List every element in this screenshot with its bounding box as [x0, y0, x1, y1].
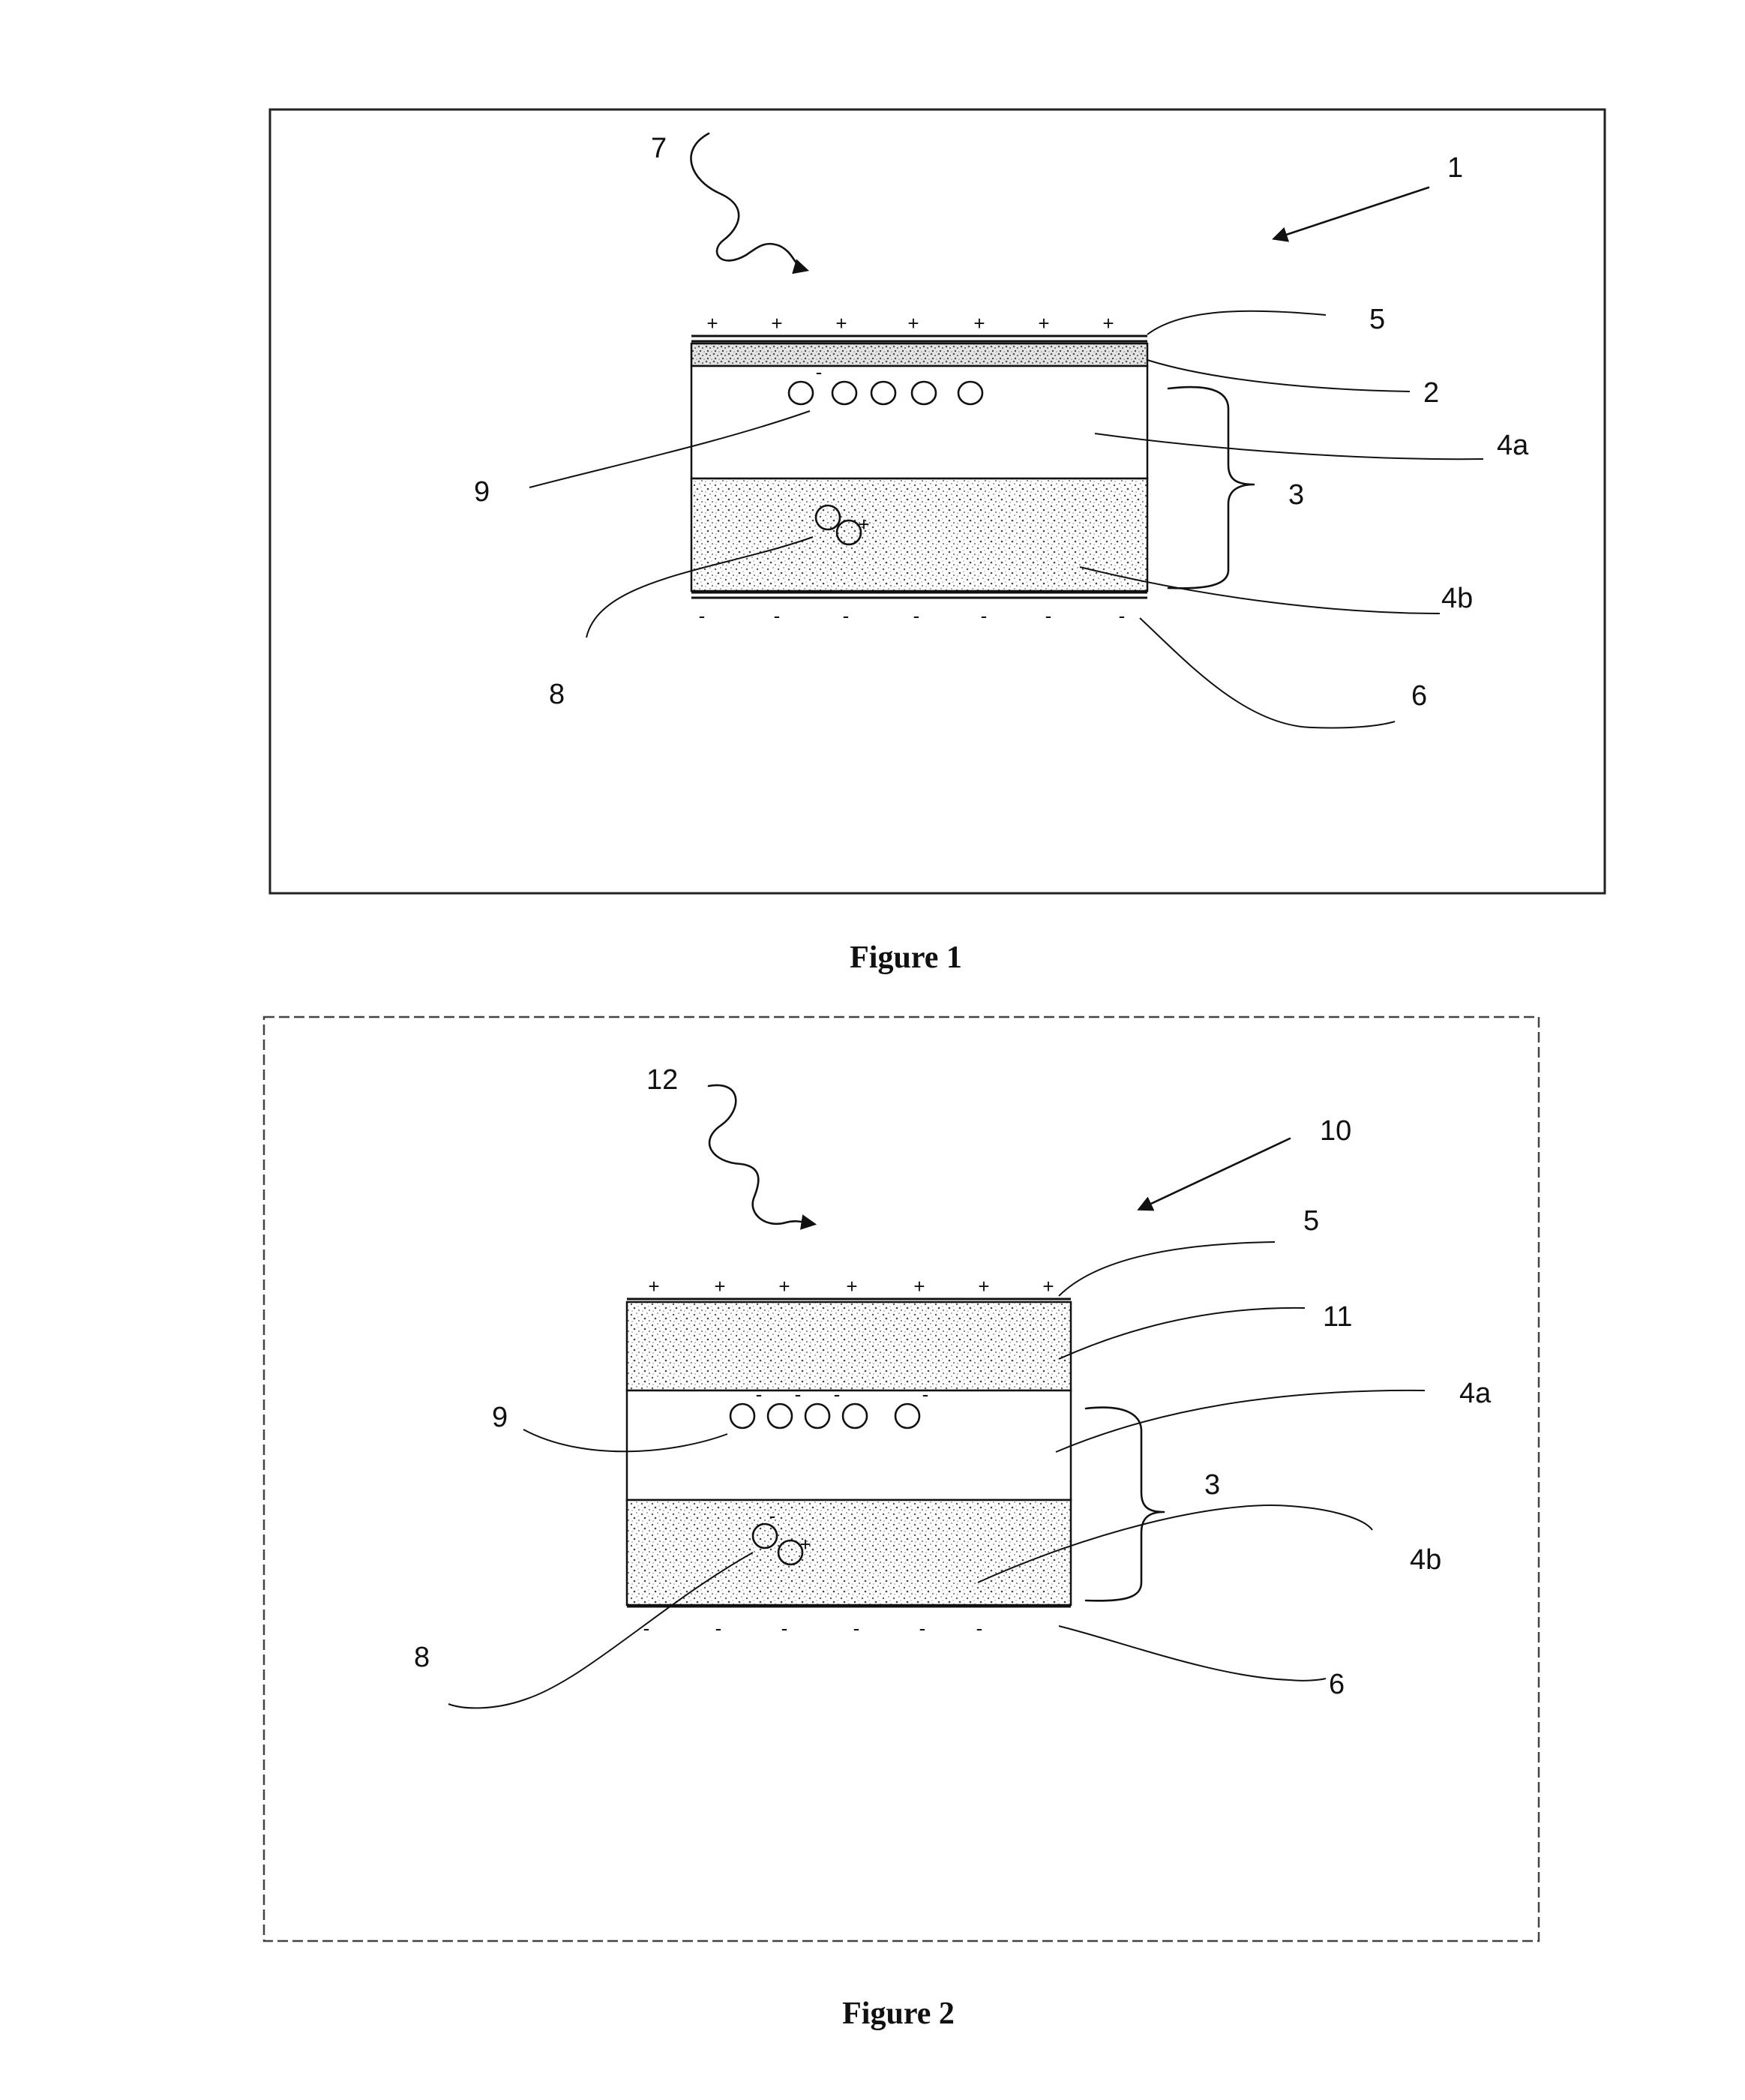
minus-sign: - [769, 1504, 776, 1527]
label-active-3: 3 [1288, 479, 1304, 511]
plus-sign: + [907, 312, 919, 334]
minus-sign: - [853, 1617, 860, 1640]
label-layer-4a: 4a [1497, 430, 1529, 461]
plus-sign: + [835, 312, 847, 334]
label-bottom-electrode-6: 6 [1329, 1669, 1345, 1700]
leader-4a [1056, 1390, 1425, 1452]
plus-sign: + [1038, 312, 1049, 334]
minus-sign: - [715, 1617, 722, 1640]
plus-sign: + [858, 513, 869, 536]
label-top-electrode-5: 5 [1303, 1205, 1319, 1237]
minus-sign: - [643, 1617, 650, 1640]
label-layer-4b: 4b [1410, 1544, 1441, 1576]
figure-2-caption: Figure 2 [842, 1996, 955, 2031]
plus-sign: + [799, 1533, 811, 1556]
minus-sign: - [795, 1383, 802, 1406]
device-arrow-10 [1140, 1138, 1290, 1209]
brace-3 [1168, 387, 1254, 588]
plus-sign: + [913, 1275, 925, 1298]
device-arrow-1 [1275, 188, 1429, 238]
plus-sign: + [714, 1275, 725, 1298]
figure-2: 12 10 + + + + + + + - - - - [264, 1017, 1539, 2031]
label-light-7: 7 [651, 133, 667, 164]
label-pair-8: 8 [549, 679, 565, 710]
minus-signs: - - - - - - [643, 1617, 983, 1640]
figure-1-caption: Figure 1 [850, 940, 962, 975]
minus-sign: - [976, 1617, 983, 1640]
minus-sign: - [1045, 604, 1052, 627]
label-top-electrode-5: 5 [1369, 304, 1385, 335]
layer-4b [691, 478, 1147, 591]
figure-1: 7 1 + + + + + + + - [270, 110, 1605, 975]
leader-5 [1059, 1242, 1275, 1296]
plus-sign: + [771, 312, 782, 334]
layer-2 [691, 344, 1147, 366]
minus-sign: - [843, 604, 850, 627]
minus-sign: - [834, 1383, 841, 1406]
minus-sign: - [919, 1617, 926, 1640]
layer-11 [627, 1302, 1071, 1390]
plus-signs: + + + + + + + [648, 1275, 1054, 1298]
label-particles-9: 9 [492, 1402, 508, 1433]
label-light-12: 12 [646, 1064, 678, 1096]
leader-11 [1059, 1308, 1305, 1359]
layer-4a [627, 1390, 1071, 1500]
label-device-10: 10 [1320, 1115, 1351, 1147]
plus-sign: + [706, 312, 718, 334]
light-wave-7 [691, 134, 806, 270]
minus-sign: - [756, 1383, 763, 1406]
plus-signs: + + + + + + + [706, 312, 1114, 334]
leader-5 [1147, 311, 1326, 334]
minus-sign: - [781, 1617, 788, 1640]
minus-signs: - - - - - - - [699, 604, 1126, 627]
light-wave-12 [709, 1085, 814, 1224]
label-layer-4b: 4b [1441, 583, 1473, 614]
plus-sign: + [778, 1275, 790, 1298]
minus-sign: - [913, 604, 920, 627]
label-device-1: 1 [1447, 152, 1463, 184]
label-layer-2: 2 [1423, 377, 1439, 409]
plus-sign: + [978, 1275, 989, 1298]
minus-sign: - [1119, 604, 1126, 627]
minus-sign: - [922, 1383, 929, 1406]
plus-sign: + [846, 1275, 857, 1298]
label-particles-9: 9 [474, 476, 490, 508]
plus-sign: + [973, 312, 985, 334]
leader-6 [1140, 618, 1395, 728]
plus-sign: + [648, 1275, 659, 1298]
label-layer-11: 11 [1323, 1301, 1352, 1333]
label-active-3: 3 [1204, 1469, 1220, 1501]
plus-sign: + [1102, 312, 1114, 334]
minus-sign: - [774, 604, 781, 627]
leader-6 [1059, 1626, 1326, 1681]
label-layer-4a: 4a [1459, 1378, 1492, 1409]
plus-sign: + [1042, 1275, 1054, 1298]
label-bottom-electrode-6: 6 [1411, 680, 1427, 712]
minus-sign: - [699, 604, 706, 627]
leader-4a [1095, 434, 1483, 459]
label-pair-8: 8 [414, 1642, 430, 1673]
minus-sign: - [981, 604, 988, 627]
minus-sign: - [816, 361, 823, 383]
